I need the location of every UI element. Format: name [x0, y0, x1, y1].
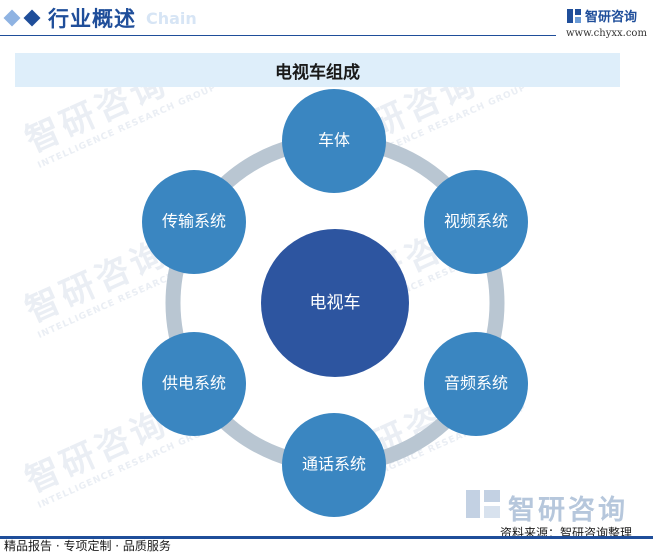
brand-url: www.chyxx.com	[566, 28, 647, 39]
brand-name: 智研咨询	[585, 10, 638, 25]
header: 行业概述 Chain 智研咨询 www.chyxx.com	[0, 0, 653, 40]
node-transmission-system: 传输系统	[142, 170, 246, 274]
node-power-system: 供电系统	[142, 332, 246, 436]
node-label: 通话系统	[302, 455, 366, 474]
diagram-title-bar: 电视车组成	[15, 53, 620, 87]
section-title: 行业概述	[48, 7, 136, 31]
center-label: 电视车	[310, 293, 361, 313]
watermark-brand: 智研咨询	[508, 495, 628, 526]
header-divider	[0, 35, 556, 36]
brand: 智研咨询	[567, 6, 637, 25]
node-label: 视频系统	[444, 212, 508, 231]
diagram-title: 电视车组成	[275, 62, 360, 83]
node-label: 车体	[318, 131, 350, 150]
node-label: 传输系统	[162, 212, 226, 231]
footer-divider	[0, 536, 653, 539]
center-node: 电视车	[261, 229, 409, 377]
node-intercom-system: 通话系统	[282, 413, 386, 517]
node-label: 音频系统	[444, 374, 508, 393]
node-audio-system: 音频系统	[424, 332, 528, 436]
watermark-logo-icon	[466, 490, 500, 518]
section-ghost-text: Chain	[146, 9, 197, 28]
node-label: 供电系统	[162, 374, 226, 393]
footer-services: 精品报告 · 专项定制 · 品质服务	[4, 539, 171, 553]
node-car-body: 车体	[282, 89, 386, 193]
brand-logo-icon	[567, 8, 581, 23]
node-video-system: 视频系统	[424, 170, 528, 274]
